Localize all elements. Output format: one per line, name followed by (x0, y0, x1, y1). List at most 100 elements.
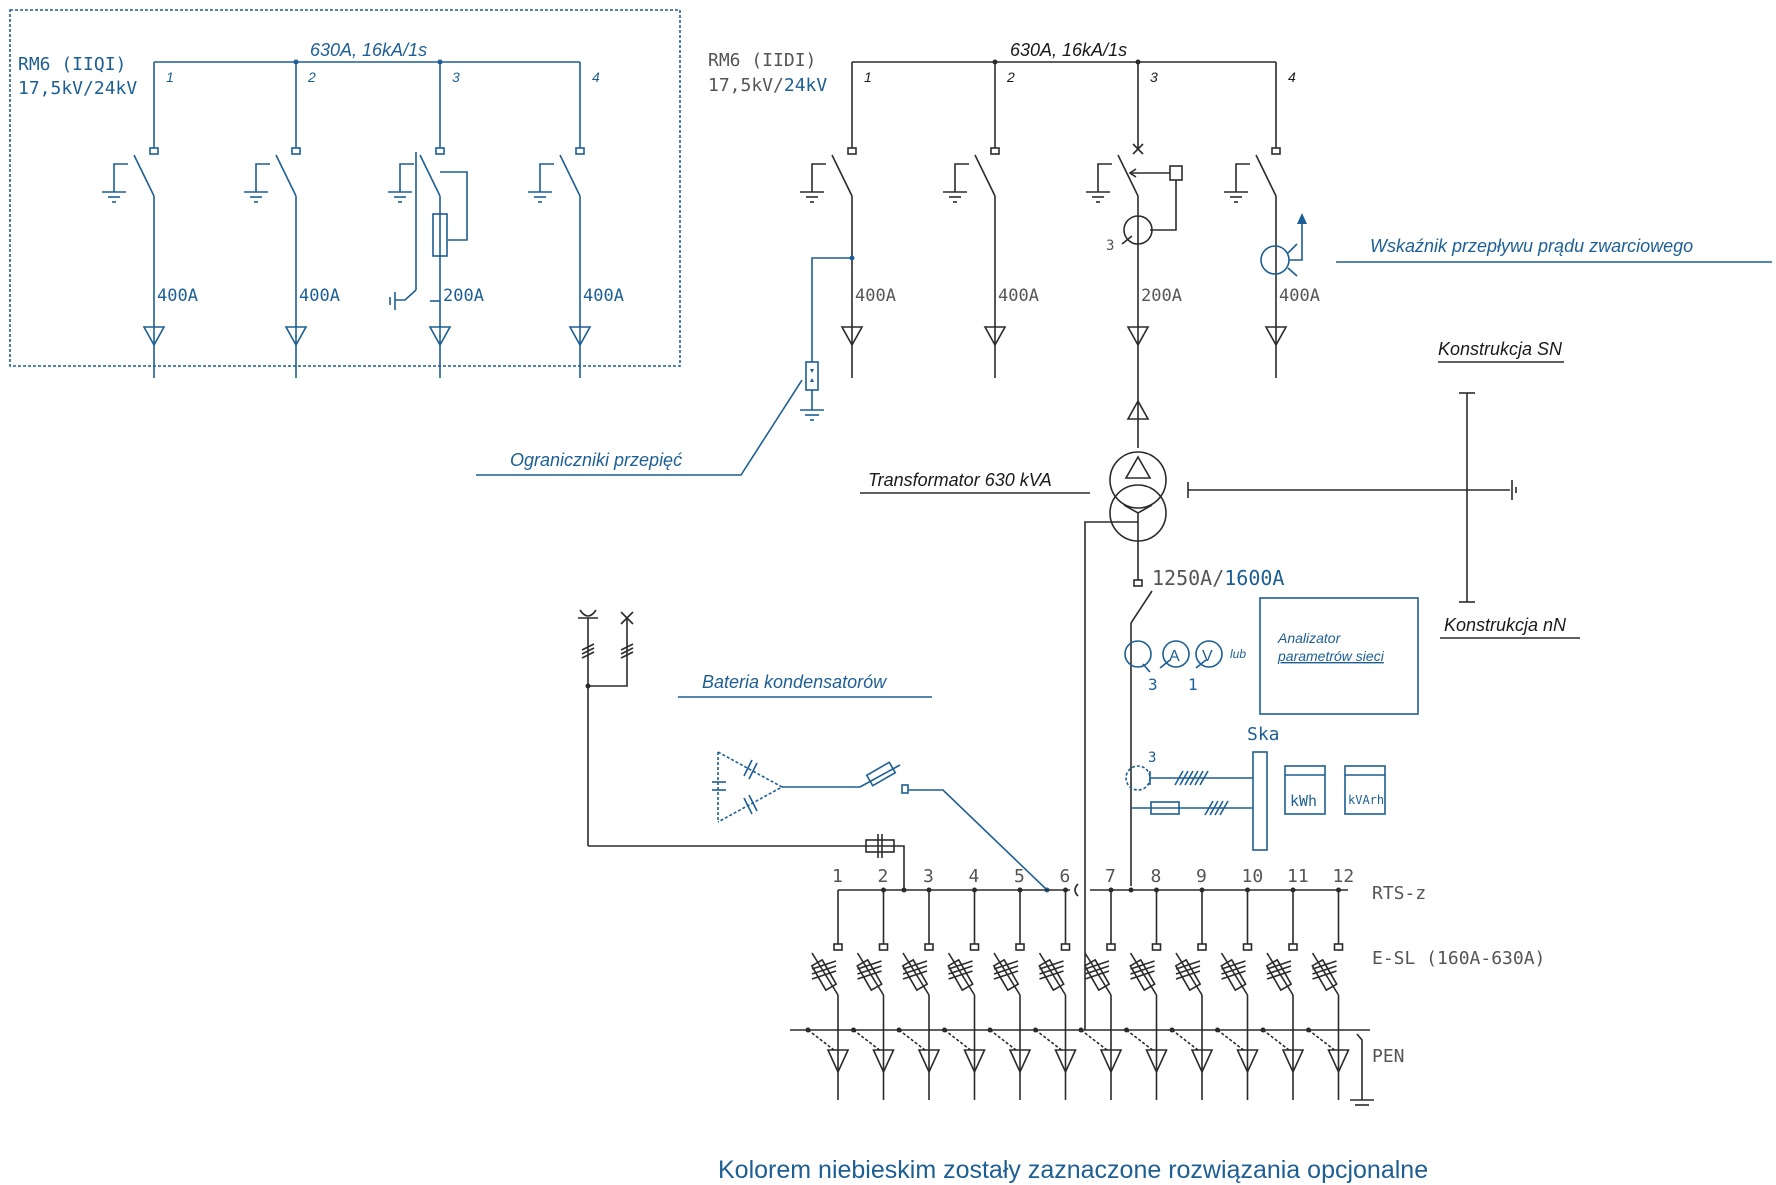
metering-fuse-icon (1150, 801, 1180, 815)
surge-arrester-icon (800, 255, 855, 421)
optional-panel-border (9, 9, 681, 367)
earth-switch-icon (539, 163, 554, 192)
cable-terminal-icon (575, 147, 585, 155)
terminal-icon (1151, 943, 1162, 951)
lv-feeder-number: 6 (1060, 866, 1071, 887)
lv-feeder-4: 4 (942, 866, 986, 1100)
cable-end-icon (1099, 1049, 1123, 1074)
left-busbar-rating: 630A, 16kA/1s (310, 40, 427, 60)
lv-feeder-number: 2 (878, 866, 889, 887)
cable-terminal-icon (149, 147, 159, 155)
svg-text:3: 3 (1106, 238, 1114, 254)
lv-feeder-11: 11 (1260, 866, 1309, 1100)
cable-end-icon (840, 326, 864, 347)
kvarh-meter (1344, 765, 1386, 815)
feeder-number: 2 (1006, 69, 1015, 85)
mv-feeder-3: 3 200A (388, 62, 484, 378)
lv-feeder-number: 4 (969, 866, 980, 887)
feeder-rating: 400A (1279, 286, 1320, 306)
feeder-number: 3 (1150, 69, 1158, 85)
fault-indicator-label: Wskaźnik przepływu prądu zwarciowego (1370, 236, 1693, 256)
lv-feeder-2: 2 (851, 866, 895, 1100)
feeder-number: 1 (864, 69, 872, 85)
cable-end-icon (1145, 1049, 1168, 1074)
fuse-switch-icon (1174, 958, 1202, 992)
cable-end-icon (428, 326, 452, 347)
fuse-switch-icon (1311, 958, 1338, 992)
ammeter-icon (1162, 640, 1190, 668)
feeder-number: 3 (452, 69, 460, 85)
meters: 3 A V 1 lub (1124, 640, 1246, 694)
disconnector-icon (974, 154, 996, 197)
construction-mv-label: Konstrukcja SN (1438, 339, 1563, 359)
lv-feeder-12: 12 (1306, 866, 1354, 1100)
terminal-icon (969, 943, 980, 951)
cable-end-icon (1190, 1049, 1214, 1074)
fuse-switch-icon (901, 958, 929, 992)
construction-lv-label: Konstrukcja nN (1444, 615, 1567, 635)
lv-feeder-8: 8 (1124, 866, 1168, 1100)
ska-bar (1252, 751, 1268, 851)
cable-terminal-icon (435, 147, 445, 155)
terminal-icon (1288, 943, 1298, 951)
svg-text:parametrów sieci: parametrów sieci (1277, 648, 1385, 664)
lv-feeder-number: 7 (1105, 866, 1116, 887)
lv-feeder-number: 8 (1151, 866, 1162, 887)
feeder-rating: 400A (157, 286, 198, 306)
feeder-number: 4 (592, 69, 600, 85)
terminal-icon (1015, 943, 1025, 951)
cable-end-icon (917, 1049, 941, 1074)
earth-switch-icon (255, 163, 270, 192)
disconnector-icon (1117, 154, 1139, 197)
feeder-number: 4 (1288, 69, 1296, 85)
terminal-icon (833, 943, 843, 951)
cable-end-icon (983, 326, 1007, 347)
left-switchgear-panel: RM6 (IIQI) 17,5kV/24kV 630A, 16kA/1s 140… (9, 9, 681, 378)
svg-text:kVArh: kVArh (1348, 793, 1384, 807)
lv-feeder-number: 10 (1242, 866, 1264, 887)
current-transformer-icon (1123, 215, 1153, 245)
fuse-switch-icon (947, 958, 974, 992)
earth-switch-icon (954, 163, 969, 192)
terminal-icon (1333, 943, 1344, 951)
fuse-switch-icon (1220, 958, 1247, 992)
feeder-rating: 200A (1141, 286, 1182, 306)
right-panel-title: RM6 (IIDI) (708, 50, 816, 71)
cable-end-icon (826, 1049, 850, 1074)
feeder-rating: 200A (443, 286, 484, 306)
transformer-icon (1109, 451, 1167, 580)
cable-end-icon (1281, 1049, 1305, 1074)
disconnector-icon (559, 154, 581, 197)
fault-indicator-icon (1260, 213, 1307, 277)
cable-end-icon (1327, 1049, 1350, 1074)
cable-terminal-icon (1271, 147, 1281, 155)
network-analyzer-box (1259, 597, 1419, 715)
lv-feeder-3: 3 (896, 866, 941, 1100)
lv-feeder-9: 9 (1169, 866, 1214, 1100)
cable-end-icon (1264, 326, 1288, 347)
cable-end-icon (142, 326, 166, 347)
main-breaker (1130, 579, 1153, 886)
svg-text:V: V (1202, 648, 1213, 665)
fuse-icon (432, 213, 448, 257)
terminal-icon (1106, 943, 1116, 951)
terminal-icon (1242, 943, 1253, 951)
transformer-label: Transformator 630 kVA (868, 470, 1052, 490)
lv-feeder-1: 1 (805, 866, 850, 1100)
right-busbar-rating: 630A, 16kA/1s (1010, 40, 1127, 60)
protection-relay: 3 (1106, 165, 1183, 254)
left-panel-title: RM6 (IIQI) (18, 54, 126, 75)
disconnector-icon (419, 154, 441, 197)
feeder-number: 2 (307, 69, 316, 85)
fuse-switch-icon (1083, 958, 1111, 992)
surge-arresters-label: Ograniczniki przepięć (510, 450, 682, 470)
fuse-switch-icon (1265, 958, 1293, 992)
cable-terminal-icon (990, 147, 1000, 155)
lv-feeder-5: 5 (987, 866, 1032, 1100)
right-panel-voltage: 17,5kV/24kV (708, 75, 827, 96)
ct-meter-icon (1124, 640, 1152, 668)
mv-feeder-3: 3 200A (1086, 62, 1182, 378)
kwh-meter (1284, 765, 1326, 815)
